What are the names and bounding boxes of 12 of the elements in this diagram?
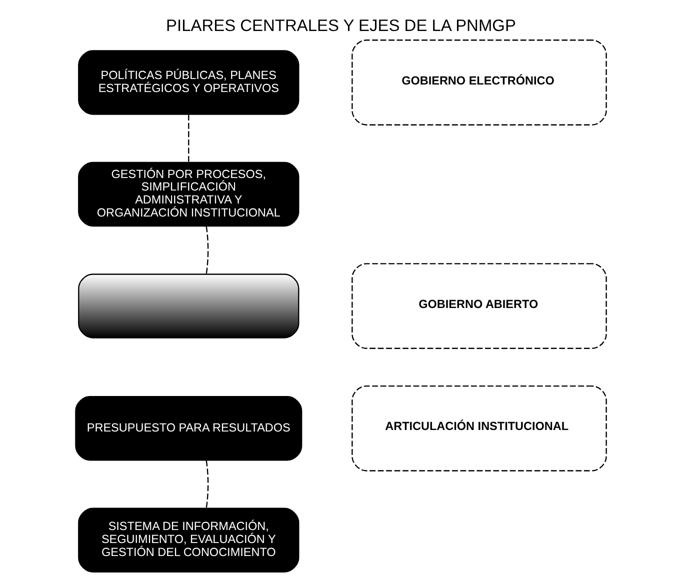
node-box: POLÍTICAS PÚBLICAS, PLANES ESTRATÉGICOS Y OPERATIVOS	[78, 50, 299, 115]
connector	[188, 114, 189, 162]
node-box: SISTEMA DE INFORMACIÓN, SEGUIMIENTO, EVALUACIÓN Y GESTIÓN DEL CONOCIMIENTO	[78, 508, 299, 572]
node-box: ARTICULACIÓN INSTITUCIONAL	[351, 385, 606, 472]
connector	[205, 460, 208, 508]
node-box: PRESUPUESTO PARA RESULTADOS	[74, 396, 302, 461]
node-box	[78, 274, 299, 338]
node-box: GESTIÓN POR PROCESOS, SIMPLIFICACIÓN ADMINISTRATIVA Y ORGANIZACIÓN INSTITUCIONAL	[78, 162, 299, 227]
diagram-title: PILARES CENTRALES Y EJES DE LA PNMGP	[166, 16, 516, 35]
connector	[205, 226, 208, 274]
node-box: GOBIERNO ABIERTO	[351, 263, 606, 349]
node-box: GOBIERNO ELECTRÓNICO	[351, 40, 606, 126]
